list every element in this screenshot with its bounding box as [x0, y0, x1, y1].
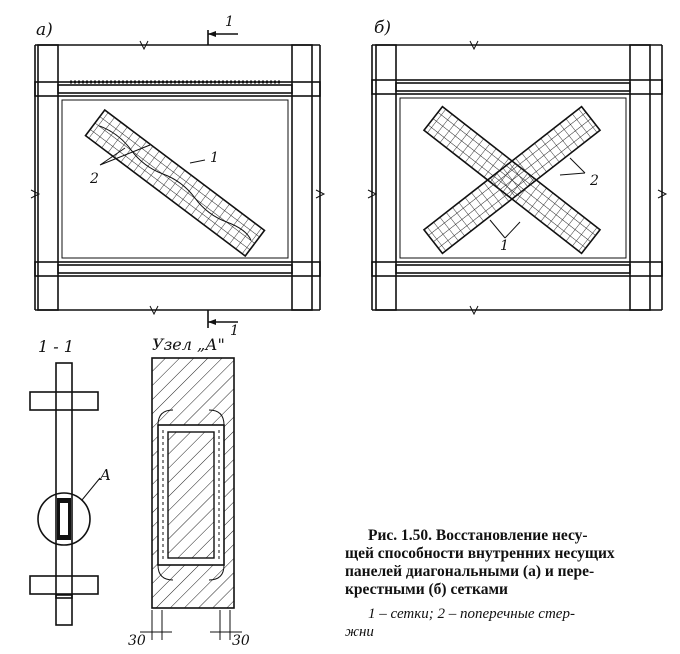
caption-line-1: Рис. 1.50. Восстановление несу-: [368, 527, 588, 544]
legend-line-2: жни: [345, 624, 374, 640]
panel-a-drawing: [30, 40, 326, 316]
caption-line-4: крестными (б) сетками: [345, 581, 508, 598]
caption-line-2: щей способности внутренних несущих: [345, 545, 615, 562]
figure-caption: Рис. 1.50. Восстановление несу- щей спос…: [345, 527, 615, 640]
panel-b-drawing: [367, 40, 668, 316]
section-title: 1 - 1: [38, 337, 74, 356]
panel-a-label-1: 1: [210, 150, 219, 166]
node-a-drawing: [140, 357, 242, 640]
dimension-left: 30: [128, 633, 146, 649]
section-number-top: 1: [225, 14, 234, 30]
panel-a-label: а): [36, 20, 53, 40]
panel-a-label-2: 2: [89, 171, 99, 187]
section-mark-top: 1: [207, 14, 238, 45]
node-ref-label: A: [98, 466, 111, 484]
section-1-1-drawing: [29, 362, 101, 626]
dimension-right: 30: [232, 633, 250, 649]
panel-b-label-2: 2: [589, 173, 599, 189]
legend-line-1: 1 – сетки; 2 – поперечные стер-: [368, 606, 575, 622]
panel-b-label: б): [374, 18, 391, 38]
node-title: Узел „А": [152, 335, 225, 354]
section-number-bottom: 1: [230, 323, 239, 339]
panel-b-label-1: 1: [500, 238, 509, 254]
caption-line-3: панелей диагональными (а) и пере-: [345, 563, 594, 580]
section-mark-bottom: 1: [207, 310, 239, 339]
